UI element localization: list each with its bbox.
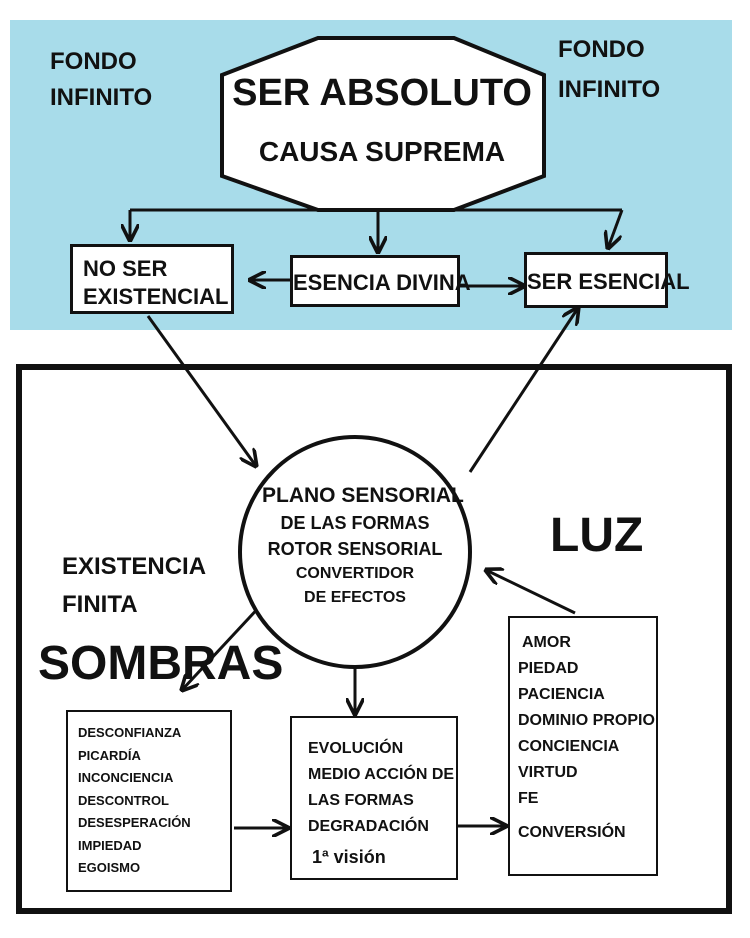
fondo-infinito-right-label: FONDO INFINITO [558, 30, 660, 110]
circle-line: CONVERTIDOR [295, 565, 415, 582]
sombras-label: SOMBRAS [38, 637, 284, 690]
ser-absoluto-title: SER ABSOLUTO [232, 72, 532, 114]
luz-item: DOMINIO PROPIO [518, 712, 655, 729]
label-line: INFINITO [558, 76, 661, 103]
luz-item: CONCIENCIA [518, 738, 620, 755]
no-ser-existencial-box: NO SER EXISTENCIAL [70, 244, 234, 314]
esencia-divina-box: ESENCIA DIVINA [290, 255, 471, 307]
luz-item: AMOR [522, 634, 571, 651]
luz-box: AMOR PIEDAD PACIENCIA DOMINIO PROPIO CON… [508, 616, 658, 876]
plano-sensorial-text: PLANO SENSORIAL DE LAS FORMAS ROTOR SENS… [262, 482, 464, 610]
evolucion-line: MEDIO ACCIÓN DE [308, 766, 455, 783]
sombra-item: DESCONTROL [78, 792, 169, 808]
luz-item: FE [518, 790, 539, 807]
sombra-item: PICARDÍA [78, 747, 141, 763]
evolucion-line: EVOLUCIÓN [308, 740, 404, 757]
esencia-divina-label: ESENCIA DIVINA [293, 270, 471, 295]
circle-line: PLANO SENSORIAL [262, 484, 464, 507]
circle-line: DE LAS FORMAS [280, 513, 430, 533]
sombras-box: DESCONFIANZA PICARDÍA INCONCIENCIA DESCO… [66, 710, 232, 892]
sombra-item: IMPIEDAD [78, 837, 142, 853]
box-line: EXISTENCIAL [83, 284, 229, 309]
luz-item: PACIENCIA [518, 686, 605, 703]
luz-item: PIEDAD [518, 660, 579, 677]
causa-suprema-subtitle: CAUSA SUPREMA [258, 136, 506, 167]
circle-line: ROTOR SENSORIAL [267, 539, 443, 559]
sombra-item: EGOISMO [78, 860, 141, 875]
evolucion-line: DEGRADACIÓN [308, 818, 429, 835]
ser-esencial-box: SER ESENCIAL [524, 252, 690, 308]
sombra-item: INCONCIENCIA [78, 770, 174, 785]
existencia-finita-label: EXISTENCIA FINITA [62, 548, 206, 624]
label-line: FONDO [50, 48, 137, 75]
label-line: FONDO [558, 36, 645, 63]
circle-line: DE EFECTOS [304, 589, 406, 606]
label-line: EXISTENCIA [62, 553, 207, 580]
luz-item: VIRTUD [518, 764, 578, 781]
label-line: FINITA [62, 591, 138, 618]
luz-item: CONVERSIÓN [518, 824, 626, 841]
sombra-item: DESESPERACIÓN [78, 815, 191, 830]
fondo-infinito-left-label: FONDO INFINITO [50, 44, 152, 116]
label-line: INFINITO [50, 84, 153, 111]
box-line: NO SER [83, 256, 168, 281]
evolucion-line: 1ª visión [312, 847, 386, 867]
luz-label: LUZ [550, 509, 644, 562]
evolucion-line: LAS FORMAS [308, 792, 414, 809]
sombra-item: DESCONFIANZA [78, 725, 182, 740]
evolucion-box: EVOLUCIÓN MEDIO ACCIÓN DE LAS FORMAS DEG… [290, 716, 458, 880]
ser-esencial-label: SER ESENCIAL [527, 269, 690, 294]
